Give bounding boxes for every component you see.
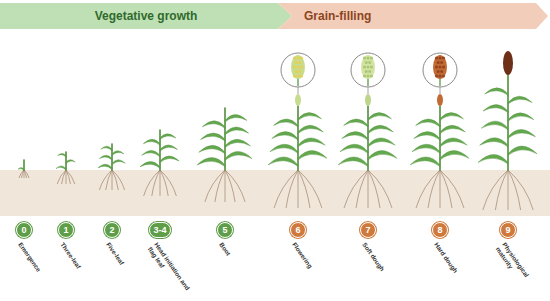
soil-band bbox=[0, 170, 550, 216]
stage-number: 2 bbox=[109, 224, 114, 236]
stage-number: 8 bbox=[437, 224, 442, 236]
stage-name: Soft dough bbox=[360, 241, 386, 273]
phase-banner: Grain-filling bbox=[278, 3, 548, 29]
phase-banner: Vegetative growth bbox=[0, 3, 292, 29]
magnified-panicle bbox=[423, 53, 457, 94]
stage-number: 9 bbox=[505, 224, 510, 236]
stage-number: 1 bbox=[63, 224, 68, 236]
stage-name: Emergence bbox=[16, 241, 42, 273]
sorghum-plant bbox=[56, 152, 75, 184]
stage-number: 5 bbox=[222, 224, 227, 236]
sorghum-plant bbox=[478, 51, 537, 210]
sorghum-plant bbox=[98, 144, 125, 190]
stage-number: 7 bbox=[365, 224, 370, 236]
stage-marker: 2Five-leaf bbox=[104, 222, 120, 238]
stage-marker: 1Three-leaf bbox=[58, 222, 74, 238]
stage-marker: 8Hard dough bbox=[432, 222, 448, 238]
stage-marker: 3-4Head initiation and flag leaf bbox=[149, 222, 171, 238]
stage-marker: 5Boot bbox=[217, 222, 233, 238]
stage-name: Head initiation and flag leaf bbox=[146, 241, 194, 299]
phase-title: Vegetative growth bbox=[95, 9, 198, 23]
magnified-panicle bbox=[351, 53, 385, 94]
sorghum-plant bbox=[268, 94, 327, 208]
sorghum-plant bbox=[338, 94, 397, 208]
stage-marker: 0Emergence bbox=[16, 222, 32, 238]
stage-name: Boot bbox=[217, 241, 232, 257]
stage-marker: 9Physiological maturity bbox=[500, 222, 516, 238]
stage-name: Three-leaf bbox=[58, 241, 82, 270]
stage-marker: 6Flowering bbox=[290, 222, 306, 238]
stage-marker: 7Soft dough bbox=[360, 222, 376, 238]
stage-number: 6 bbox=[295, 224, 300, 236]
sorghum-plant bbox=[197, 108, 252, 202]
stage-name: Flowering bbox=[290, 241, 314, 270]
stage-number: 3-4 bbox=[153, 224, 166, 236]
sorghum-plant bbox=[410, 94, 469, 208]
stage-name: Hard dough bbox=[432, 241, 459, 275]
stage-name: Physiological maturity bbox=[494, 241, 542, 299]
phase-title: Grain-filling bbox=[304, 9, 371, 23]
stage-number: 0 bbox=[21, 224, 26, 236]
sorghum-plant bbox=[140, 130, 179, 196]
stage-name: Five-leaf bbox=[104, 241, 125, 267]
sorghum-plant bbox=[18, 160, 29, 178]
magnified-panicle bbox=[281, 53, 315, 94]
